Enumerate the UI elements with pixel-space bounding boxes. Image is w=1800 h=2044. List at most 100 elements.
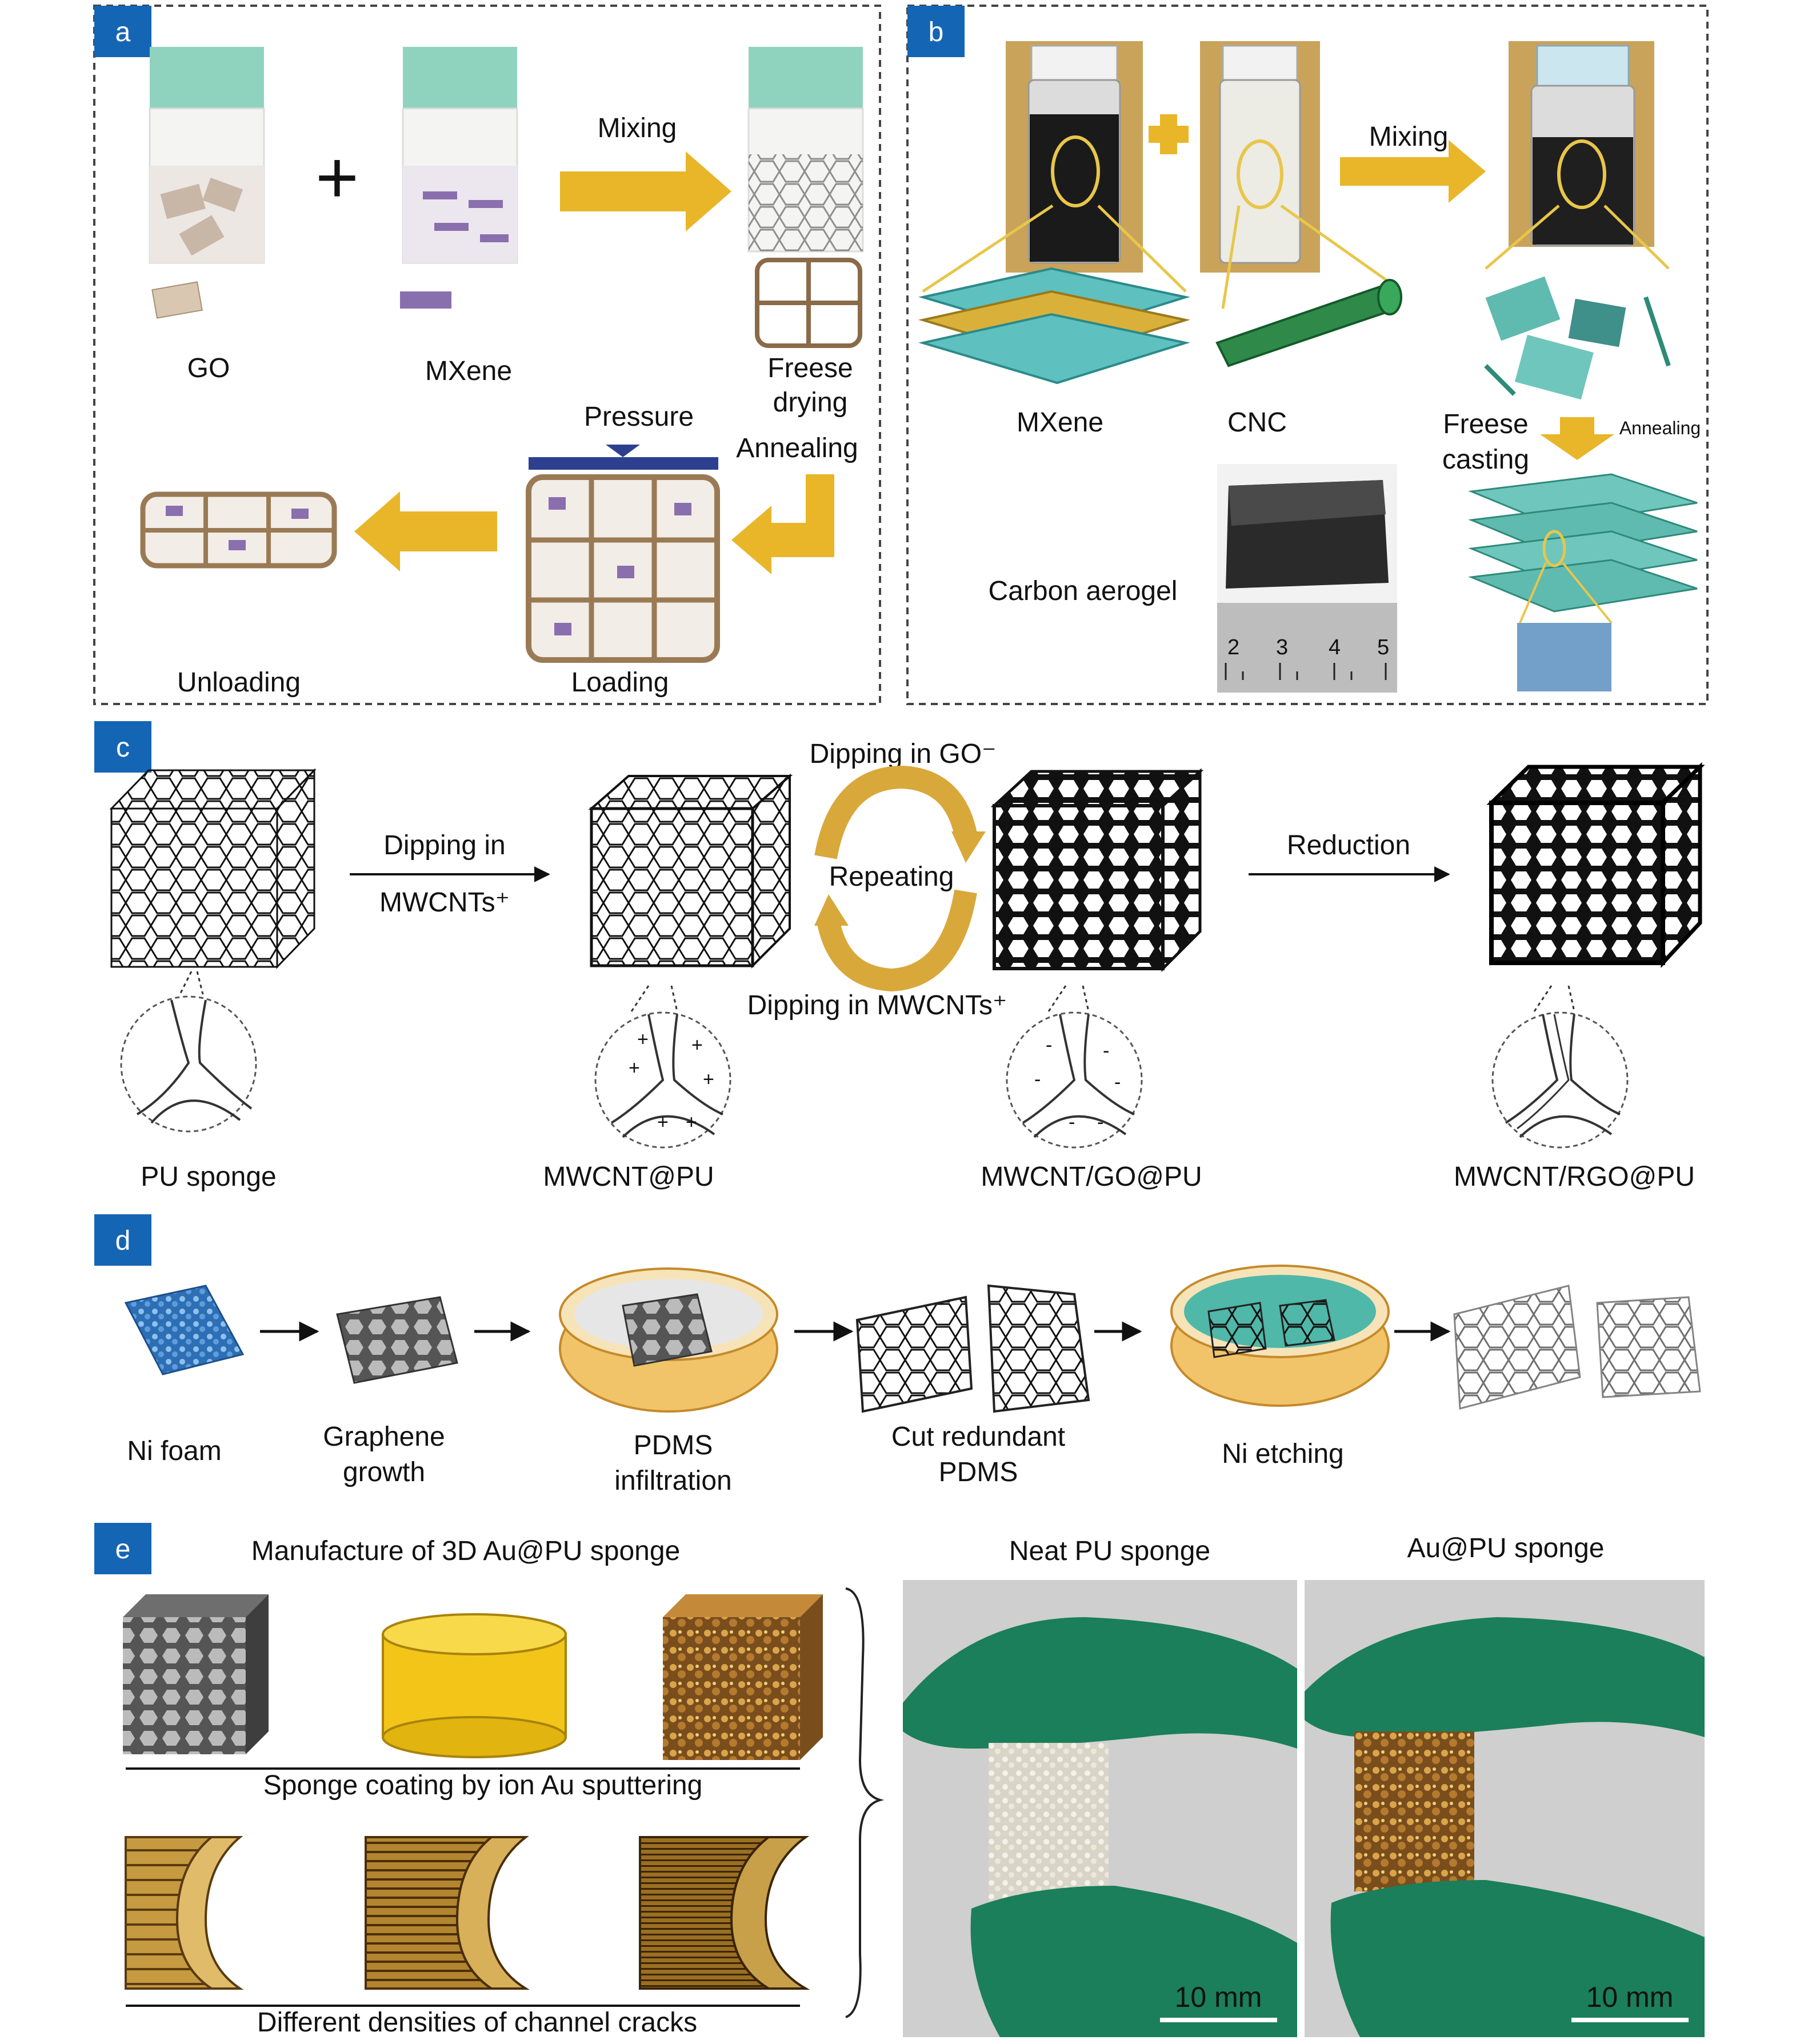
sputtering-caption: Sponge coating by ion Au sputtering (263, 1770, 703, 1801)
half-pipe-mid-density (365, 1836, 530, 1990)
pdms-infiltration-label-1: PDMS (634, 1430, 713, 1461)
mixed-sheets (1484, 205, 1671, 400)
panel-a-border (93, 5, 881, 705)
freese-casting-label-2: casting (1442, 445, 1529, 475)
vial-cap (150, 47, 264, 109)
vial-cap (749, 47, 863, 109)
au-pu-photo: 10 mm (1305, 1580, 1705, 2037)
mixed-dispersion-photo (1509, 41, 1654, 247)
annealing-arrow (1540, 417, 1614, 460)
panel-c-tag-bg (94, 721, 151, 773)
graphene-growth-label-1: Graphene (323, 1422, 445, 1452)
cut-pdms-label-1: Cut redundant (891, 1422, 1065, 1452)
mxene-label: MXene (1017, 407, 1103, 438)
graphene-foam-image (336, 1296, 458, 1384)
svg-text:+: + (629, 1057, 640, 1079)
panel-d-tag: d (115, 1226, 131, 1256)
unloaded-network (140, 491, 337, 569)
loading-network (526, 474, 720, 663)
ruler-tick-5: 5 (1377, 635, 1389, 659)
plus-sign: + (315, 135, 359, 219)
ni-etching-dish (1170, 1265, 1390, 1407)
half-pipe-low-density (125, 1836, 244, 1990)
ni-etching-label: Ni etching (1222, 1439, 1343, 1469)
annealing-label: Annealing (1619, 418, 1701, 438)
ruler-tick-3: 3 (1276, 635, 1288, 659)
repeating-label: Repeating (829, 862, 954, 892)
mxene-vial (400, 47, 518, 309)
freeze-vial (747, 47, 864, 348)
neat-pu-photo: 10 mm (903, 1580, 1297, 2037)
panel-a-tag-bg (94, 6, 151, 57)
go-sheet (151, 281, 203, 319)
press-arrow (606, 445, 640, 457)
svg-text:-: - (1069, 1111, 1075, 1133)
manufacture-title: Manufacture of 3D Au@PU sponge (251, 1536, 681, 1566)
mixing-arrow (1340, 140, 1486, 203)
svg-text:+: + (691, 1034, 703, 1056)
svg-text:-: - (1046, 1034, 1052, 1056)
svg-text:-: - (1034, 1069, 1041, 1090)
ni-foam-label: Ni foam (127, 1436, 221, 1466)
cycle-arrow-top (814, 765, 977, 859)
dipping-mwcnts-label: Dipping in MWCNTs⁺ (747, 990, 1007, 1021)
reduction-label: Reduction (1287, 830, 1410, 861)
ruler-tick-2: 2 (1227, 635, 1239, 659)
unloading-label: Unloading (177, 667, 301, 698)
vial-frozen (749, 154, 863, 251)
aerogel-sem-inset (1517, 623, 1611, 691)
pdms-dish (559, 1267, 778, 1413)
plus-icon (1149, 114, 1189, 154)
cnc-label: CNC (1227, 407, 1287, 438)
cnc-dispersion-photo (1200, 41, 1320, 273)
graphene-growth-label-2: growth (343, 1457, 425, 1487)
panel-c: c PU sponge Dipping in MWCNTs⁺ (94, 721, 1705, 1192)
ruler-tick-4: 4 (1329, 635, 1341, 659)
annealing-label: Annealing (736, 433, 858, 463)
vial-liquid (403, 166, 517, 263)
go-label: GO (187, 353, 230, 383)
pu-sponge-label: PU sponge (141, 1162, 277, 1192)
panel-e-tag: e (115, 1534, 131, 1565)
go-vial (149, 47, 265, 319)
freese-casting-label-1: Freese (1443, 409, 1528, 439)
mixing-arrow (560, 151, 731, 231)
freese-drying-label-1: Freese (767, 353, 853, 383)
layered-aerogel (1468, 473, 1698, 691)
panel-d: d Ni foam Graphene growth PDMS infiltrat… (94, 1214, 1701, 1496)
neat-pu-title: Neat PU sponge (1009, 1536, 1210, 1566)
panel-b-border (906, 5, 1709, 705)
svg-text:+: + (703, 1069, 714, 1090)
mxene-label: MXene (425, 356, 512, 386)
pdms-infiltration-label-2: infiltration (614, 1466, 731, 1496)
svg-text:-: - (1097, 1111, 1103, 1133)
scale-label-au: 10 mm (1586, 1981, 1674, 2013)
ni-foam-image (124, 1285, 245, 1375)
panel-b: b Mixing (906, 5, 1709, 705)
mixing-label: Mixing (598, 113, 677, 143)
ruler (1217, 603, 1397, 693)
freese-drying-label-2: drying (773, 387, 848, 418)
mxene-dispersion-photo (1006, 41, 1143, 273)
panel-e: e Manufacture of 3D Au@PU sponge Neat PU… (94, 1523, 1705, 2038)
svg-text:+: + (657, 1111, 669, 1133)
densities-caption: Different densities of channel cracks (257, 2007, 697, 2038)
scale-label-neat: 10 mm (1175, 1981, 1262, 2013)
carbon-aerogel-photo: 2 3 4 5 (1217, 464, 1397, 693)
panel-e-tag-bg (94, 1523, 151, 1574)
loading-label: Loading (571, 667, 669, 698)
dipping-go-label: Dipping in GO⁻ (810, 739, 997, 769)
pu-sponge-cube (109, 768, 317, 1133)
final-graphene-pdms-image (1453, 1285, 1701, 1410)
mwcnt-rgo-pu-cube (1486, 762, 1705, 1149)
pressure-label: Pressure (584, 402, 694, 432)
mwcnt-go-pu-label: MWCNT/GO@PU (981, 1162, 1202, 1192)
mwcnt-rgo-pu-label: MWCNT/RGO@PU (1454, 1162, 1695, 1192)
mxene-flake (400, 291, 451, 309)
dipping-in-label-2: MWCNTs⁺ (379, 887, 510, 918)
carbon-aerogel-label: Carbon aerogel (989, 576, 1178, 606)
cycle-arrow-bottom (817, 889, 977, 992)
half-pipe-high-density (639, 1836, 810, 1990)
panel-b-tag: b (929, 17, 944, 47)
